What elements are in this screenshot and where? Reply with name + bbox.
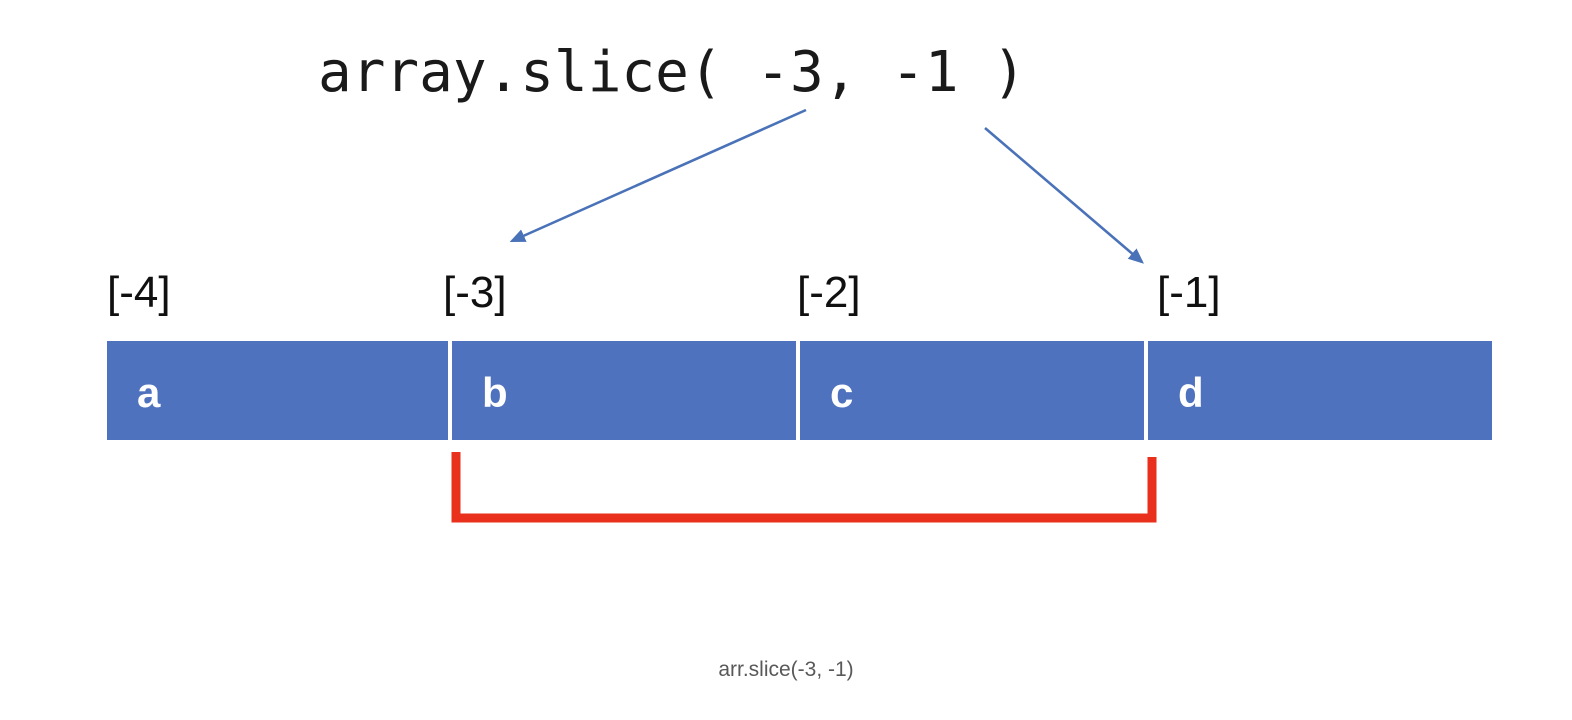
index-label-minus-2: [-2] [797,268,861,317]
array-cell-minus-2[interactable]: c [800,341,1148,440]
array-cell-value: a [137,368,161,416]
array-cell-value: c [830,368,854,416]
array-cell-minus-4[interactable]: a [107,341,452,440]
start-index-arrow [509,108,807,243]
array-bar: a b c d [107,341,1492,440]
array-cell-minus-1[interactable]: d [1148,341,1492,440]
array-cell-value: b [482,368,508,416]
array-cell-value: d [1178,368,1204,416]
page-title: array.slice( -3, -1 ) [318,40,1027,105]
array-cell-minus-3[interactable]: b [452,341,800,440]
index-label-minus-4: [-4] [107,268,171,317]
end-index-arrow [984,127,1144,264]
figure-caption: arr.slice(-3, -1) [718,658,854,681]
index-label-minus-1: [-1] [1157,268,1221,317]
index-label-minus-3: [-3] [443,268,507,317]
